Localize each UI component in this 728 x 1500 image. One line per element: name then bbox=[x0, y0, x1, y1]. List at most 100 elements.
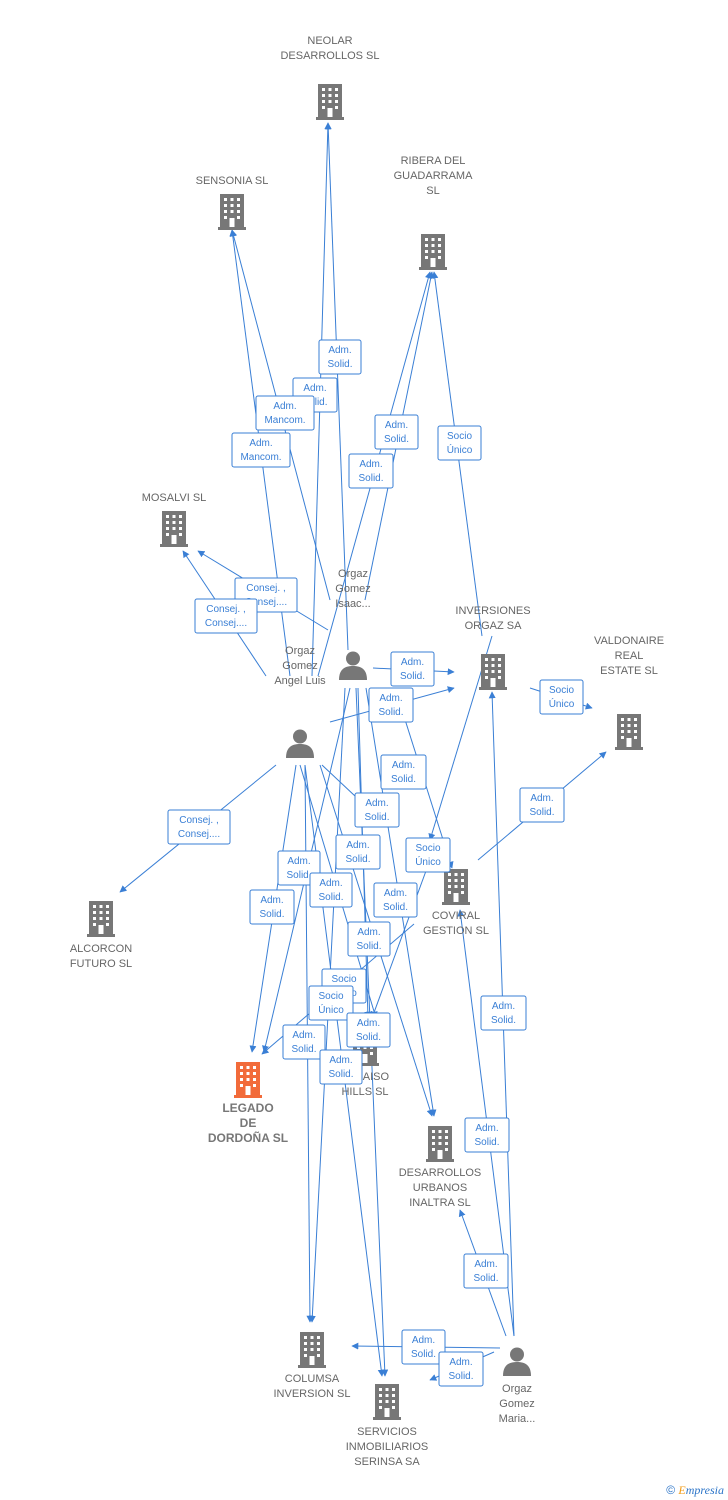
edge-label-text: Socio bbox=[331, 974, 356, 985]
edge-label-box bbox=[318, 339, 362, 375]
edge-label-box bbox=[438, 1351, 484, 1387]
edge-label-box bbox=[374, 414, 419, 450]
edge-label-text: Adm. bbox=[385, 420, 408, 431]
edge-label-10[interactable]: Adm.Solid. bbox=[368, 687, 414, 723]
node-label-line: LEGADO bbox=[222, 1101, 273, 1115]
edge-label-box bbox=[309, 872, 353, 908]
building-icon bbox=[218, 194, 246, 230]
edge-label-text: Adm. bbox=[287, 856, 310, 867]
edge-label-text: Solid. bbox=[318, 892, 343, 903]
node-label-line: ESTATE SL bbox=[600, 665, 658, 677]
edge-label-4[interactable]: Adm.Solid. bbox=[374, 414, 419, 450]
edge-label-12[interactable]: Adm.Solid. bbox=[519, 787, 565, 823]
edge-label-text: Solid. bbox=[448, 1371, 473, 1382]
edge-label-box bbox=[319, 1049, 363, 1085]
node-label-line: INMOBILIARIOS bbox=[346, 1441, 429, 1453]
edge-label-text: Solid. bbox=[529, 807, 554, 818]
node-label-line: SL bbox=[426, 185, 439, 197]
node-label-line: COLUMSA bbox=[285, 1373, 340, 1385]
edge-label-box bbox=[368, 687, 414, 723]
edge-label-14[interactable]: Adm.Solid. bbox=[380, 754, 427, 790]
edge-label-31[interactable]: Adm.Solid. bbox=[401, 1329, 446, 1365]
edge-label-text: Consej.... bbox=[245, 597, 287, 608]
edge-label-22[interactable]: Adm.Solid. bbox=[373, 882, 418, 918]
edge-label-text: Solid. bbox=[356, 1032, 381, 1043]
edge-label-text: Adm. bbox=[273, 401, 296, 412]
edge-label-23[interactable]: Adm.Solid. bbox=[347, 921, 391, 957]
node-alcorcon[interactable]: ALCORCON FUTURO SL bbox=[70, 901, 132, 970]
edge-label-5[interactable]: Adm.Solid. bbox=[348, 453, 394, 489]
edge-label-20[interactable]: Adm.Solid. bbox=[309, 872, 353, 908]
edge-label-29[interactable]: Adm.Solid. bbox=[464, 1117, 510, 1153]
copyright-symbol: © bbox=[666, 1483, 676, 1497]
building-icon bbox=[316, 84, 344, 120]
edge-label-18[interactable]: Adm.Solid. bbox=[335, 834, 381, 870]
node-label-line: Maria... bbox=[499, 1413, 536, 1425]
edge-label-9[interactable]: Adm.Solid. bbox=[390, 651, 435, 687]
edge-label-box bbox=[463, 1253, 509, 1289]
node-label-line: Gomez bbox=[335, 583, 370, 595]
edge-label-text: Consej. , bbox=[206, 604, 245, 615]
edge-label-21[interactable]: Adm.Solid. bbox=[249, 889, 295, 925]
edge-label-17[interactable]: Adm. Solid. bbox=[354, 792, 400, 828]
building-icon bbox=[615, 714, 643, 750]
node-label-line: FUTURO SL bbox=[70, 958, 132, 970]
edge-label-text: Solid. bbox=[364, 812, 389, 823]
node-maria[interactable]: OrgazGomezMaria... bbox=[499, 1347, 536, 1426]
node-label-line: ALCORCON bbox=[70, 943, 132, 955]
node-label-line: DESARROLLOS bbox=[399, 1167, 482, 1179]
edge-label-text: Solid. bbox=[383, 902, 408, 913]
edge-label-box bbox=[346, 1012, 391, 1048]
edge-label-25[interactable]: Adm.Solid. bbox=[346, 1012, 391, 1048]
edge-label-box bbox=[249, 889, 295, 925]
node-label-line: Gomez bbox=[282, 660, 317, 672]
node-isaac[interactable]: OrgazGomezIsaac... bbox=[335, 568, 371, 680]
edge-label-text: Adm. bbox=[328, 345, 351, 356]
person-icon bbox=[503, 1347, 531, 1376]
building-icon bbox=[442, 869, 470, 905]
person-icon bbox=[286, 729, 314, 758]
edge-label-text: Adm. bbox=[249, 438, 272, 449]
edge-label-text: Adm. bbox=[392, 760, 415, 771]
edge-label-box bbox=[464, 1117, 510, 1153]
edge-label-box bbox=[348, 453, 394, 489]
edge-label-text: Adm. bbox=[365, 798, 388, 809]
edge-label-0[interactable]: Adm.Solid. bbox=[318, 339, 362, 375]
edges-layer bbox=[119, 122, 607, 1381]
edge-label-3[interactable]: Adm.Mancom. bbox=[231, 432, 291, 468]
edge-label-text: Solid. bbox=[474, 1137, 499, 1148]
edge-label-box bbox=[255, 395, 315, 431]
edge-label-box bbox=[539, 679, 584, 715]
building-icon bbox=[426, 1126, 454, 1162]
node-sensonia[interactable]: SENSONIA SL bbox=[196, 175, 269, 230]
node-label-line: RIBERA DEL bbox=[401, 155, 466, 167]
edge-label-2[interactable]: Adm.Mancom. bbox=[255, 395, 315, 431]
building-icon-highlighted bbox=[234, 1062, 262, 1098]
edge-label-box bbox=[335, 834, 381, 870]
edge-label-28[interactable]: Adm.Solid. bbox=[480, 995, 527, 1031]
edge-label-26[interactable]: Adm.Solid. bbox=[282, 1024, 326, 1060]
edge-label-box bbox=[308, 985, 354, 1021]
edge-label-8[interactable]: Consej. ,Consej.... bbox=[194, 598, 258, 634]
node-mosalvi[interactable]: MOSALVI SL bbox=[142, 492, 207, 547]
edge-label-30[interactable]: Adm.Solid. bbox=[463, 1253, 509, 1289]
edge-label-32[interactable]: Adm.Solid. bbox=[438, 1351, 484, 1387]
edge-label-27[interactable]: Adm.Solid. bbox=[319, 1049, 363, 1085]
edge-label-box bbox=[519, 787, 565, 823]
edge-label-13[interactable]: Consej. ,Consej.... bbox=[167, 809, 231, 845]
